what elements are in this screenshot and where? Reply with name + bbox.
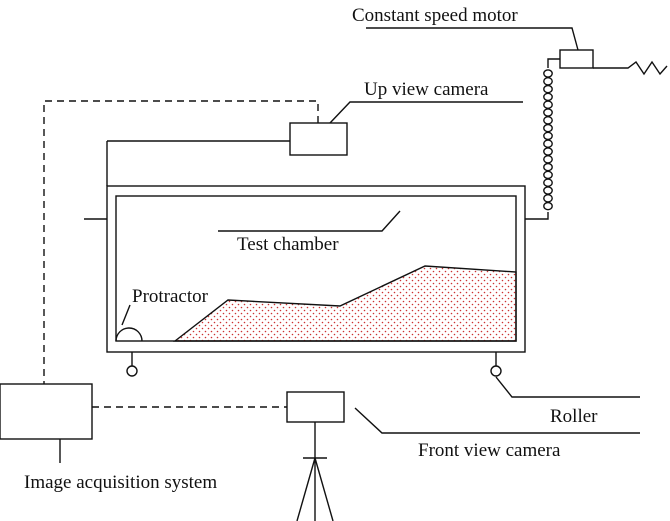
front-camera-leader bbox=[354, 407, 640, 434]
motor-leader bbox=[366, 27, 579, 51]
chain-link bbox=[543, 147, 553, 156]
chain-link bbox=[543, 77, 553, 86]
roller-left bbox=[126, 352, 138, 377]
chain-link bbox=[543, 178, 553, 187]
up-camera-leader bbox=[329, 101, 523, 124]
chain-link bbox=[543, 116, 553, 125]
chain-link bbox=[543, 84, 553, 94]
protractor-leader bbox=[121, 304, 131, 326]
chain-link bbox=[543, 201, 553, 211]
chain-link bbox=[543, 170, 553, 180]
chain-to-chamber bbox=[545, 212, 549, 220]
chamber-label: Test chamber bbox=[237, 234, 339, 255]
chain-link bbox=[543, 186, 553, 195]
front-camera-label: Front view camera bbox=[418, 440, 561, 461]
roller-label: Roller bbox=[550, 406, 598, 427]
up-camera-label: Up view camera bbox=[364, 79, 489, 100]
chain bbox=[543, 69, 553, 211]
image-acquisition-system bbox=[0, 383, 93, 440]
chamber-outer-frame bbox=[106, 185, 526, 353]
chain-link bbox=[543, 108, 553, 117]
chain-link bbox=[543, 92, 553, 102]
chain-link bbox=[543, 131, 553, 141]
protractor-shape bbox=[115, 327, 143, 342]
motor-link bbox=[547, 58, 560, 68]
up-camera-signal-cable bbox=[43, 100, 319, 384]
protractor-label: Protractor bbox=[132, 286, 209, 307]
sand-body bbox=[172, 265, 517, 342]
roller-leader bbox=[495, 376, 640, 398]
tripod bbox=[296, 422, 334, 521]
motor-label: Constant speed motor bbox=[352, 5, 518, 26]
roller-right bbox=[490, 352, 502, 377]
chain-link bbox=[543, 162, 553, 172]
chain-link bbox=[543, 69, 553, 78]
chain-link bbox=[543, 193, 553, 203]
constant-speed-motor bbox=[559, 49, 594, 69]
up-view-camera bbox=[289, 122, 348, 156]
chain-link bbox=[543, 154, 553, 164]
front-view-camera bbox=[286, 391, 345, 423]
chain-link bbox=[543, 100, 553, 109]
motor-power-cable bbox=[593, 60, 668, 76]
acquisition-label: Image acquisition system bbox=[24, 472, 217, 493]
chain-link bbox=[543, 139, 553, 148]
chain-link bbox=[543, 123, 553, 133]
chamber-leader bbox=[218, 210, 401, 232]
